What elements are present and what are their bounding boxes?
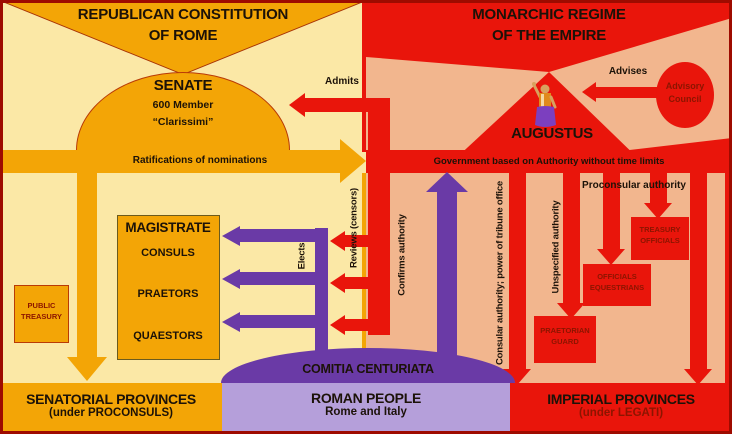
equestrians-arrow-shaft — [603, 173, 620, 249]
advises-arrow-shaft — [596, 87, 658, 98]
praetorian-guard-line1: PRAETORIAN — [540, 326, 590, 335]
senate-provinces-arrow-head — [67, 357, 107, 381]
elects-arrow3-shaft — [240, 315, 315, 328]
admits-arrow-shaft — [303, 98, 383, 112]
magistrate-consuls: CONSULS — [141, 247, 195, 259]
reviews-arrow3-shaft — [345, 319, 368, 331]
unspecified-label: Unspecified authority — [550, 200, 562, 294]
officials-equestrians-line2: EQUESTRIANS — [589, 283, 645, 293]
elects-arrow1-shaft — [240, 229, 315, 242]
admits-arrow-head — [289, 93, 305, 117]
confirms-label: Confirms authority — [396, 214, 408, 296]
reviews-arrow2-shaft — [345, 277, 368, 289]
half-divider-top — [362, 0, 367, 152]
senatorial-provinces-line2: (under PROCONSULS) — [49, 407, 173, 419]
monarchic-title-line2: OF THE EMPIRE — [491, 27, 607, 44]
imperial-provinces-line2: (under LEGATI) — [578, 407, 664, 419]
reviews-arrow1-head — [330, 231, 345, 251]
advises-arrow-head — [582, 82, 596, 102]
elects-arrow1-head — [222, 226, 240, 246]
senate-dome: SENATE 600 Member “Clarissimi” — [76, 72, 290, 150]
unspecified-arrow-head — [557, 303, 585, 319]
augustus-label: AUGUSTUS — [511, 125, 593, 142]
confirms-arrow-shaft — [437, 190, 457, 360]
imperial-provinces-line1: IMPERIAL PROVINCES — [547, 391, 695, 407]
magistrate-praetors: PRAETORS — [137, 288, 199, 300]
imperial-arrow-head — [684, 369, 712, 385]
public-treasury-line1: PUBLIC — [27, 301, 56, 310]
government-label: Government based on Authority without ti… — [433, 156, 665, 167]
treasury-arrow-head — [644, 203, 672, 219]
comitia-label: COMITIA CENTURIATA — [302, 362, 434, 376]
public-treasury-box: PUBLIC TREASURY — [14, 285, 69, 343]
admits-label: Admits — [325, 76, 359, 87]
proconsular-label: Proconsular authority — [582, 180, 686, 191]
republican-header-shape — [0, 0, 366, 76]
elects-label: Elects — [296, 242, 308, 270]
elects-arrow2-head — [222, 269, 240, 289]
senate-title: SENATE — [153, 77, 213, 94]
advisory-council-line1: Advisory — [665, 81, 705, 91]
consular-label: Consular authority; power of tribune off… — [494, 180, 506, 366]
advises-label: Advises — [608, 66, 648, 77]
senatorial-provinces-band: SENATORIAL PROVINCES (under PROCONSULS) — [0, 383, 222, 434]
elects-bar — [315, 228, 328, 358]
imperial-arrow-shaft — [690, 173, 707, 369]
praetorian-guard-box: PRAETORIAN GUARD — [534, 316, 596, 363]
magistrate-quaestors: QUAESTORS — [133, 330, 203, 342]
reviews-label: Reviews (censors) — [348, 187, 360, 269]
officials-equestrians-line1: OFFICIALS — [597, 272, 637, 281]
republican-title-line2: OF ROME — [148, 27, 218, 44]
ratifications-arrow-head — [340, 139, 366, 183]
treasury-officials-line2: OFFICIALS — [640, 236, 680, 246]
equestrians-arrow-head — [597, 249, 625, 265]
imperial-provinces-band: IMPERIAL PROVINCES (under LEGATI) — [510, 383, 732, 434]
public-treasury-line2: TREASURY — [21, 312, 62, 322]
elects-arrow3-head — [222, 312, 240, 332]
treasury-officials-line1: TREASURY — [639, 225, 681, 234]
officials-equestrians-box: OFFICIALS EQUESTRIANS — [583, 264, 651, 306]
senate-members: 600 Member — [152, 99, 214, 111]
magistrate-box: MAGISTRATE CONSULS PRAETORS QUAESTORS — [117, 215, 220, 360]
elects-arrow2-shaft — [240, 272, 315, 285]
reviews-arrow2-head — [330, 273, 345, 293]
consular-arrow-shaft — [509, 173, 526, 369]
treasury-officials-box: TREASURY OFFICIALS — [631, 217, 689, 260]
magistrate-title: MAGISTRATE — [125, 220, 211, 235]
roman-people-band: ROMAN PEOPLE Rome and Italy — [222, 383, 510, 434]
senate-epithet: “Clarissimi” — [152, 116, 214, 128]
reviews-arrow3-head — [330, 315, 345, 335]
reviews-bar — [368, 173, 390, 335]
augustus-statue-icon — [532, 82, 557, 127]
advisory-council-line2: Council — [668, 94, 702, 105]
government-band — [366, 150, 732, 173]
roman-people-line1: ROMAN PEOPLE — [311, 390, 421, 406]
ratifications-label: Ratifications of nominations — [132, 155, 268, 166]
treasury-arrow-shaft — [650, 173, 667, 203]
roman-people-line2: Rome and Italy — [325, 406, 407, 418]
praetorian-guard-line2: GUARD — [551, 337, 579, 347]
advisory-council-circle: Advisory Council — [656, 62, 714, 128]
reviews-arrow1-shaft — [345, 235, 368, 247]
republican-title-line1: REPUBLICAN CONSTITUTION — [77, 6, 289, 23]
senate-provinces-arrow-shaft — [77, 150, 97, 357]
senatorial-provinces-line1: SENATORIAL PROVINCES — [26, 391, 196, 407]
unspecified-arrow-shaft — [563, 173, 580, 303]
monarchic-title-line1: MONARCHIC REGIME — [472, 6, 626, 23]
confirms-arrow-head — [426, 172, 468, 192]
